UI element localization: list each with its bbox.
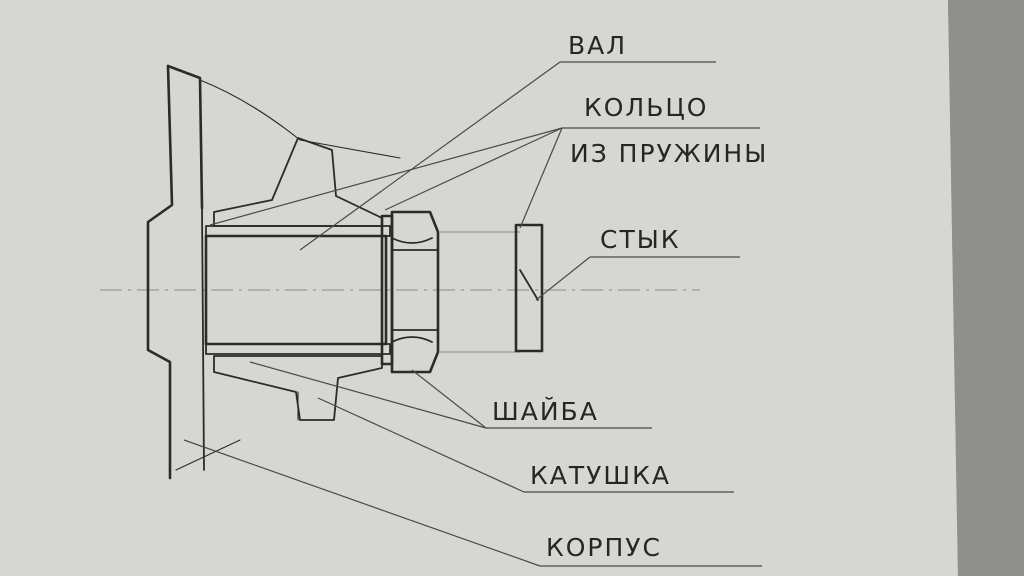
spring-ring: [514, 223, 544, 353]
housing: [146, 64, 401, 480]
label-katushka: КАТУШКА: [530, 461, 671, 490]
paper-sheet: [0, 0, 958, 576]
nut: [390, 210, 440, 374]
label-korpus: КОРПУС: [546, 533, 662, 562]
label-koltso-line2: ИЗ ПРУЖИНЫ: [570, 139, 768, 168]
label-koltso-line1: КОЛЬЦО: [584, 93, 708, 122]
paper-shadow: [948, 0, 1024, 576]
label-styk: СТЫК: [600, 225, 681, 254]
leader-lines: [183, 61, 762, 567]
label-val: ВАЛ: [568, 31, 627, 60]
label-shaiba: ШАЙБА: [492, 397, 599, 426]
shaft: [204, 225, 391, 355]
